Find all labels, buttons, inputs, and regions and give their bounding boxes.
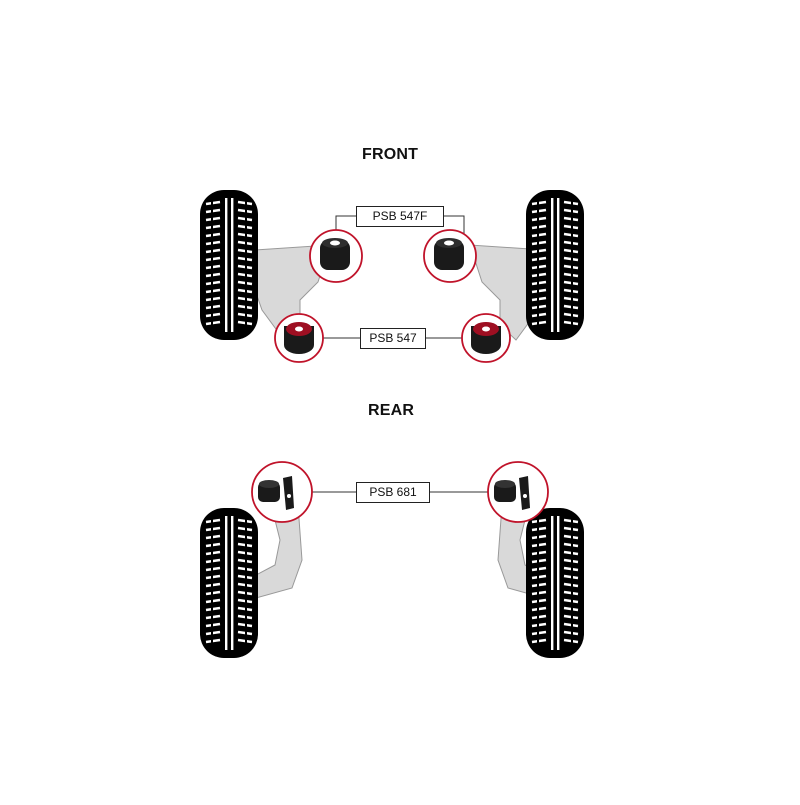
front-right-lower-bush-callout[interactable] [461, 313, 511, 363]
rear-left-bush-callout[interactable] [251, 461, 313, 523]
rear-left-tyre-icon [198, 506, 260, 660]
front-section-title: FRONT [362, 146, 419, 163]
front-left-lower-bush-callout[interactable] [274, 313, 324, 363]
front-left-upper-bush-callout[interactable] [309, 229, 363, 283]
front-bottom-part-label[interactable]: PSB 547 [360, 328, 426, 349]
front-left-tyre-icon [198, 188, 260, 342]
rear-part-label[interactable]: PSB 681 [356, 482, 430, 503]
rear-right-bush-callout[interactable] [487, 461, 549, 523]
front-right-tyre-icon [524, 188, 586, 342]
front-top-part-label[interactable]: PSB 547F [356, 206, 444, 227]
rear-section-title: REAR [368, 402, 415, 419]
rear-right-tyre-icon [524, 506, 586, 660]
front-right-upper-bush-callout[interactable] [423, 229, 477, 283]
